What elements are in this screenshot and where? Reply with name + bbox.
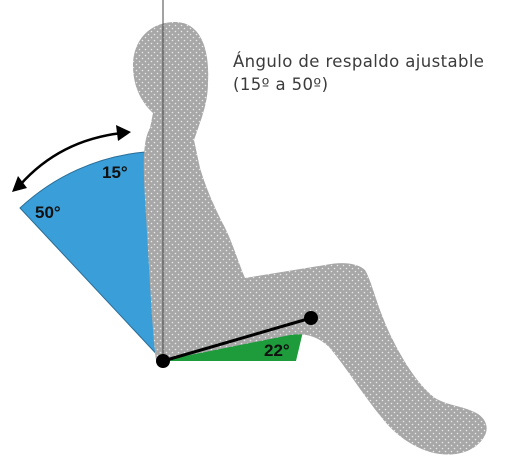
angle-label-22: 22° [264, 341, 290, 360]
caption-line-1: Ángulo de respaldo ajustable [233, 52, 485, 71]
angle-label-50: 50° [35, 203, 61, 222]
angle-label-15: 15° [102, 163, 128, 182]
person-silhouette [133, 22, 487, 455]
seat-line [162, 316, 312, 363]
seat-end-dot [304, 311, 318, 325]
caption-line-2: (15º a 50º) [233, 75, 329, 94]
double-arrow-icon [12, 125, 131, 192]
pivot-dot [156, 354, 170, 368]
backrest-angle-sector [19, 151, 164, 363]
caption: Ángulo de respaldo ajustable (15º a 50º) [233, 50, 525, 96]
